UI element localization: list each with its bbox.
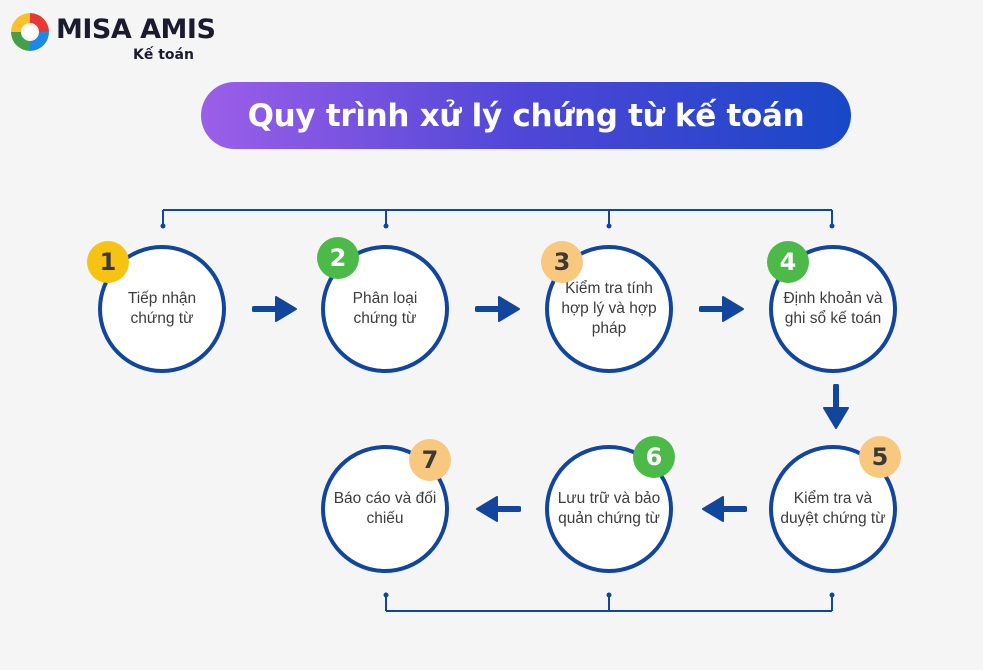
arrow-right-icon bbox=[475, 296, 520, 322]
step-label-4: Định khoản và ghi sổ kế toán bbox=[783, 290, 883, 327]
step-badge-7: 7 bbox=[409, 439, 451, 481]
step-badge-6: 6 bbox=[633, 436, 675, 478]
arrow-down-icon bbox=[823, 384, 849, 429]
brand-product: Kế toán bbox=[133, 47, 194, 63]
title-banner: Quy trình xử lý chứng từ kế toán bbox=[201, 82, 851, 149]
step-label-6: Lưu trữ và bảo quản chứng từ bbox=[557, 490, 661, 527]
step-label-7: Báo cáo và đối chiếu bbox=[333, 490, 437, 527]
step-badge-5: 5 bbox=[859, 436, 901, 478]
step-label-1: Tiếp nhận chứng từ bbox=[127, 290, 197, 327]
step-badge-1: 1 bbox=[87, 241, 129, 283]
arrow-left-icon bbox=[476, 496, 521, 522]
arrow-right-icon bbox=[699, 296, 744, 322]
misa-logo-icon bbox=[11, 13, 49, 51]
step-badge-3: 3 bbox=[541, 241, 583, 283]
step-badge-2: 2 bbox=[317, 237, 359, 279]
step-label-3: Kiểm tra tính hợp lý và hợp pháp bbox=[561, 280, 657, 337]
arrow-right-icon bbox=[252, 296, 297, 322]
arrow-left-icon bbox=[702, 496, 747, 522]
page-title: Quy trình xử lý chứng từ kế toán bbox=[247, 97, 805, 134]
brand-name: MISA AMIS bbox=[56, 14, 216, 45]
step-badge-4: 4 bbox=[767, 241, 809, 283]
brand-logo: MISA AMIS Kế toán bbox=[8, 10, 216, 66]
step-label-5: Kiểm tra và duyệt chứng từ bbox=[780, 490, 886, 527]
step-label-2: Phân loại chứng từ bbox=[352, 290, 418, 327]
